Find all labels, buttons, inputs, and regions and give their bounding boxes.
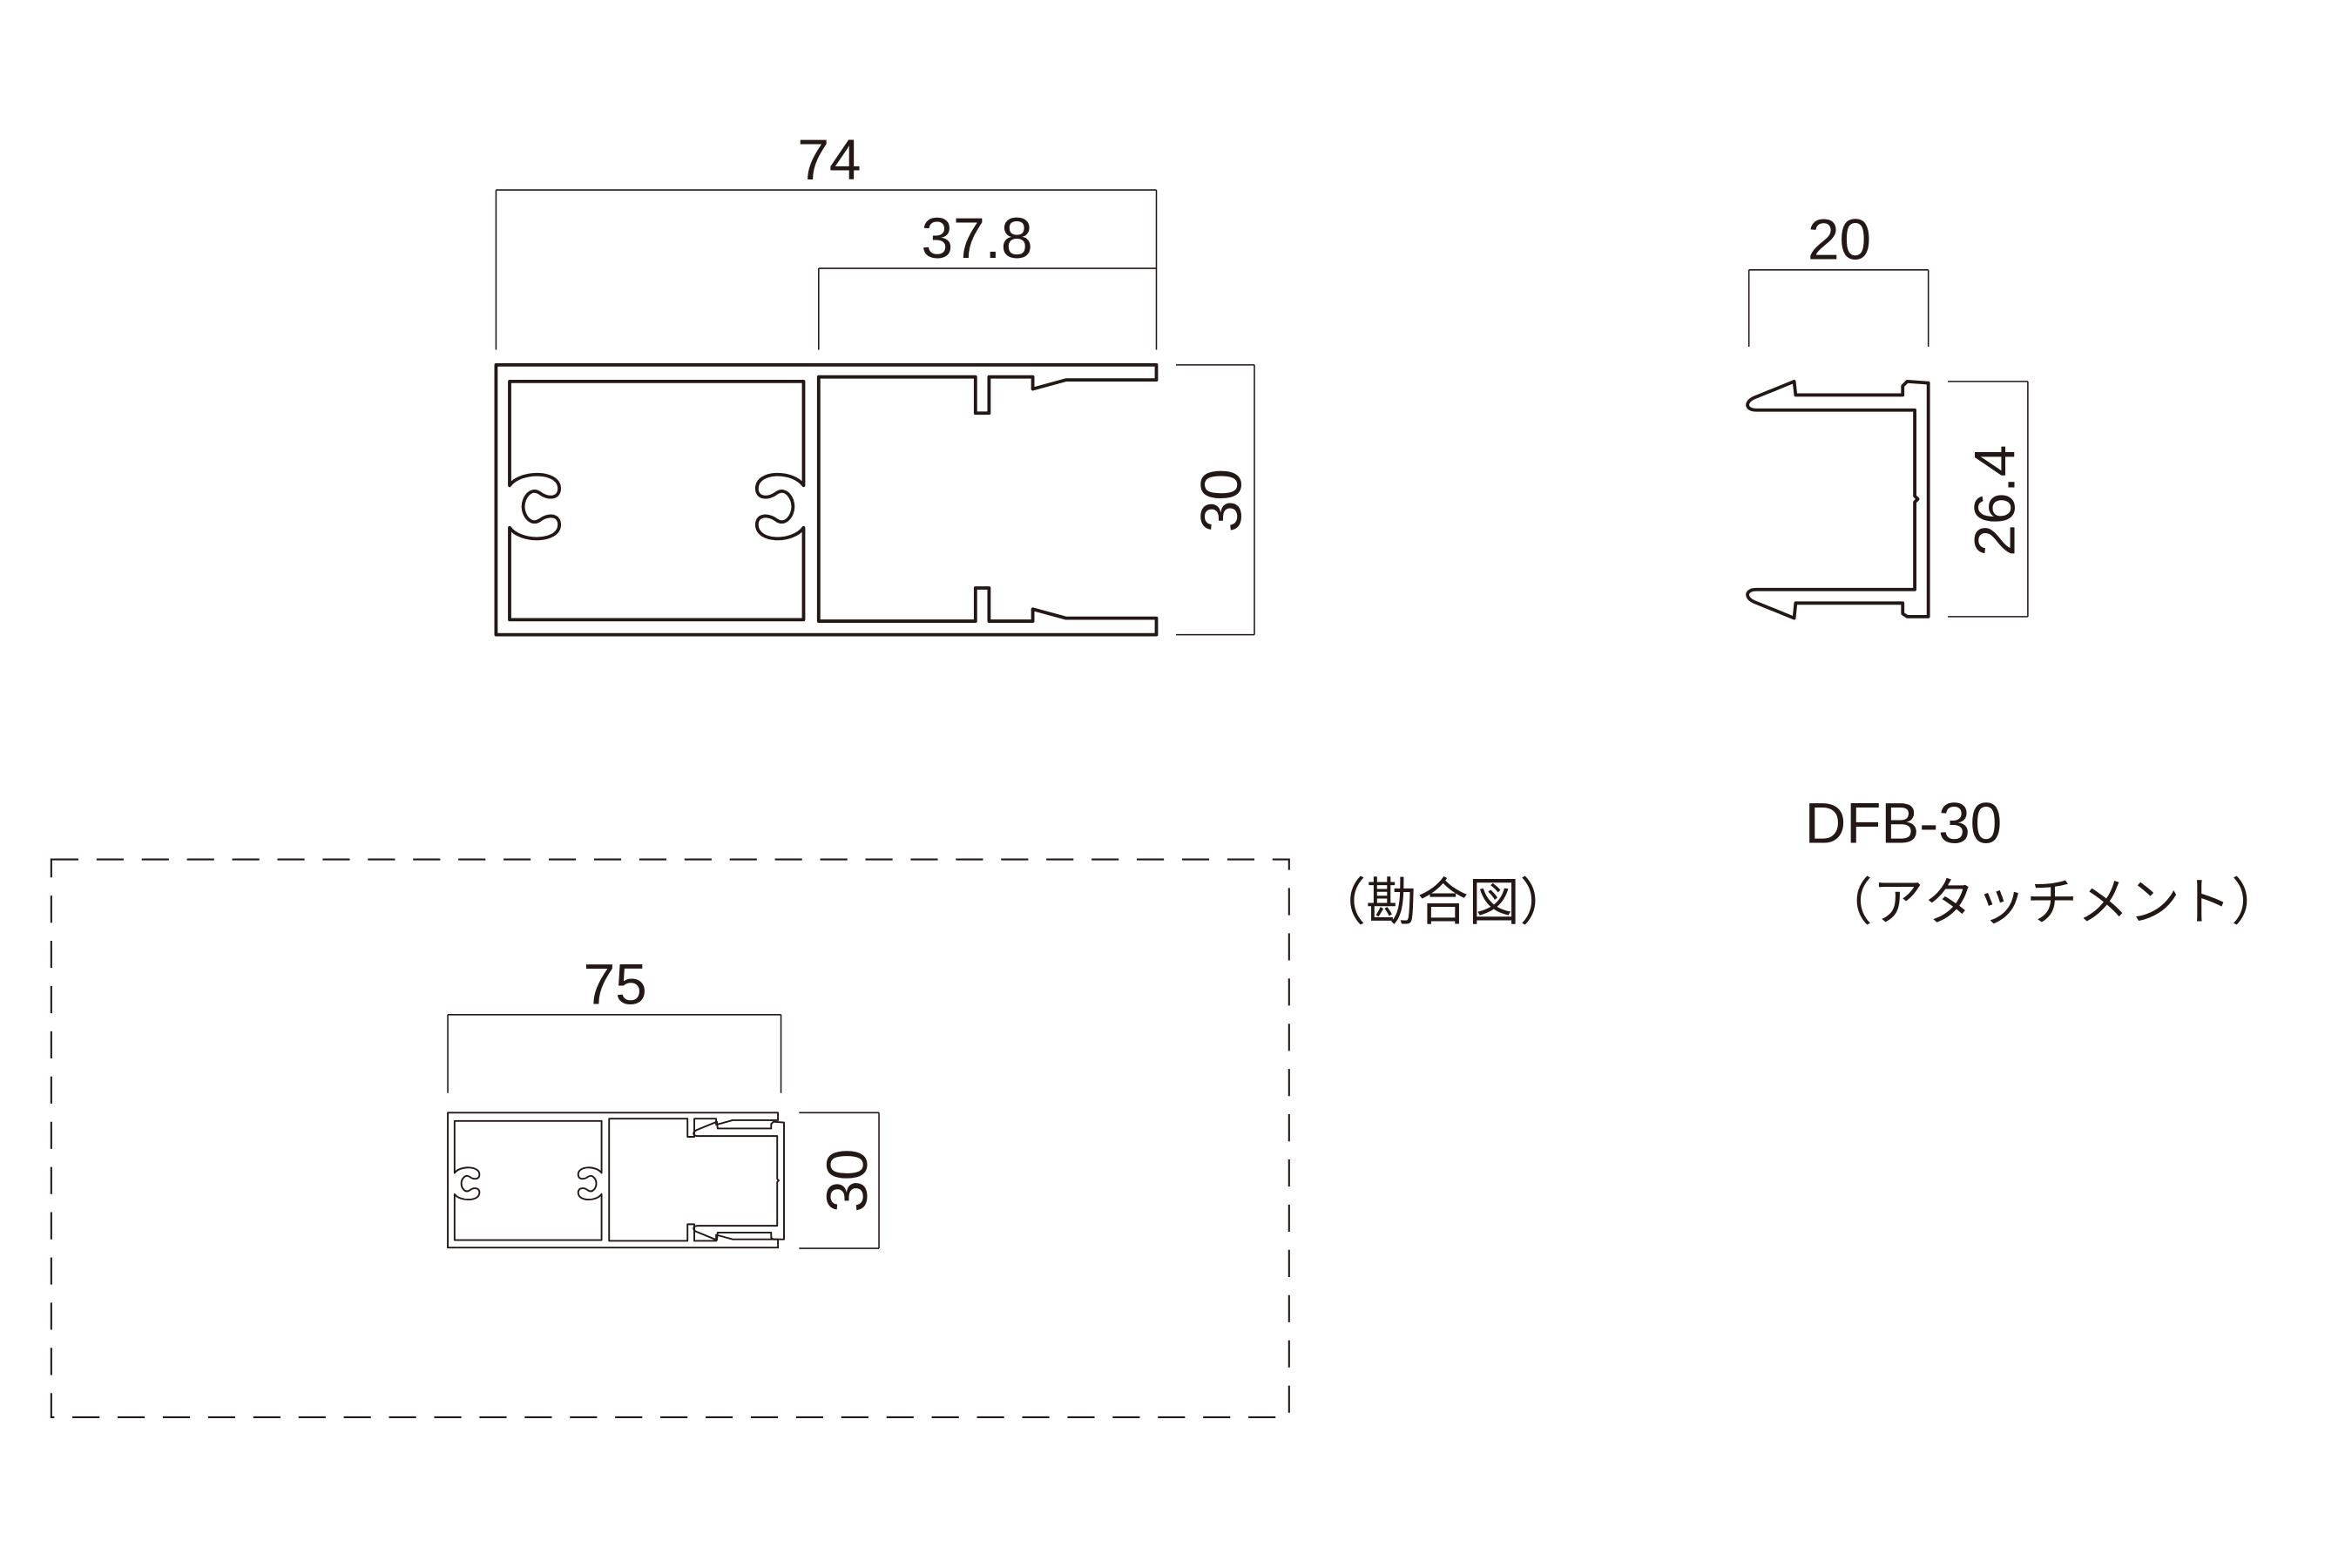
assembly-frame [50,858,1290,1418]
assembly-drawing: 75 30 [447,952,880,1249]
assembly-dim-height: 30 [814,1149,879,1213]
attachment-caption: （アタッチメント） [1821,872,2282,932]
attachment-profile: 20 26.4 [1746,207,2029,620]
model-number: DFB-30 [1805,790,2003,855]
assembly-dim-width: 75 [584,952,647,1017]
assembly-caption: （勘合図） [1315,872,1571,932]
dim-partial-width: 37.8 [922,206,1033,270]
attachment-dim-width: 20 [1808,207,1871,272]
dim-overall-width: 74 [797,127,861,192]
attachment-dim-height: 26.4 [1962,445,2026,557]
dim-height: 30 [1188,469,1253,532]
main-profile: 74 37.8 30 [494,127,1255,637]
